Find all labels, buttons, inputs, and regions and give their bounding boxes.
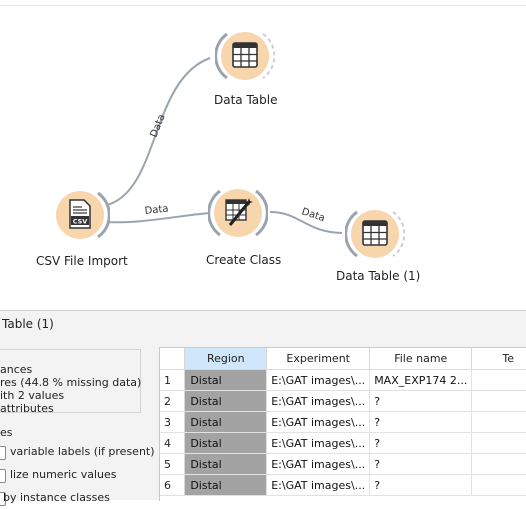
cell-experiment[interactable]: E:\GAT images\... xyxy=(266,411,371,433)
csv-file-icon: CSV xyxy=(69,199,91,229)
info-instances: ances xyxy=(0,363,33,376)
show-labels-checkbox[interactable] xyxy=(0,446,6,460)
link-label-csv-to-data-table: Data xyxy=(149,113,168,139)
cell-te[interactable] xyxy=(471,453,526,475)
row-number[interactable]: 6 xyxy=(160,474,186,496)
cell-region[interactable]: Distal xyxy=(184,453,268,475)
table-row[interactable]: 4 Distal E:\GAT images\... ? xyxy=(160,432,526,454)
visualize-values-checkbox[interactable] xyxy=(0,469,6,483)
table-grid-icon xyxy=(362,220,388,246)
row-number[interactable]: 4 xyxy=(160,432,186,454)
row-number[interactable]: 5 xyxy=(160,453,186,475)
cell-file-name[interactable]: ? xyxy=(369,411,473,433)
table-grid-icon xyxy=(232,42,258,68)
cell-te[interactable] xyxy=(471,369,526,391)
table-row[interactable]: 6 Distal E:\GAT images\... ? xyxy=(160,474,526,496)
color-by-class-label: by instance classes xyxy=(3,491,110,504)
info-meta: attributes xyxy=(0,402,54,415)
cell-region[interactable]: Distal xyxy=(184,369,268,391)
cell-experiment[interactable]: E:\GAT images\... xyxy=(266,474,371,496)
svg-text:CSV: CSV xyxy=(73,218,88,226)
table-row[interactable]: 5 Distal E:\GAT images\... ? xyxy=(160,453,526,475)
canvas-top-border xyxy=(0,5,526,6)
link-label-csv-to-create-class: Data xyxy=(144,204,169,217)
workflow-canvas[interactable]: Data Data Data Data Table xyxy=(0,0,526,310)
link-csv-to-create-class xyxy=(106,212,211,224)
data-table: Region Experiment File name Te 1 Distal … xyxy=(160,348,526,496)
node-data-table-label: Data Table xyxy=(214,93,278,107)
cell-region[interactable]: Distal xyxy=(184,474,268,496)
window-title: Table (1) xyxy=(2,317,54,331)
cell-experiment[interactable]: E:\GAT images\... xyxy=(266,432,371,454)
cell-experiment[interactable]: E:\GAT images\... xyxy=(266,390,371,412)
cell-file-name[interactable]: ? xyxy=(369,474,473,496)
node-create-class[interactable] xyxy=(208,183,268,243)
node-csv-import-ports xyxy=(97,191,110,239)
info-target: ith 2 values xyxy=(0,389,65,402)
column-header-file-name[interactable]: File name xyxy=(369,348,473,370)
column-header-region[interactable]: Region xyxy=(184,348,268,370)
cell-region[interactable]: Distal xyxy=(184,411,268,433)
info-section: ances res (44.8 % missing data) ith 2 va… xyxy=(0,349,155,509)
cell-region[interactable]: Distal xyxy=(184,432,268,454)
info-features: res (44.8 % missing data) xyxy=(0,376,142,389)
info-box xyxy=(0,349,141,413)
row-number[interactable]: 3 xyxy=(160,411,186,433)
table-row[interactable]: 1 Distal E:\GAT images\... MAX_EXP174 2.… xyxy=(160,369,526,391)
data-table-1-window: Table (1) ances res (44.8 % missing data… xyxy=(0,310,526,506)
node-csv-import[interactable]: CSV xyxy=(50,185,110,245)
node-data-table-ports xyxy=(215,32,275,80)
cell-file-name[interactable]: ? xyxy=(369,432,473,454)
cell-te[interactable] xyxy=(471,390,526,412)
table-row[interactable]: 3 Distal E:\GAT images\... ? xyxy=(160,411,526,433)
variables-header: es xyxy=(0,426,13,439)
table-corner[interactable] xyxy=(160,348,186,370)
workflow-links: Data Data Data xyxy=(106,57,343,234)
cell-region[interactable]: Distal xyxy=(184,390,268,412)
node-create-class-ports xyxy=(208,189,268,237)
column-header-experiment[interactable]: Experiment xyxy=(266,348,371,370)
cell-experiment[interactable]: E:\GAT images\... xyxy=(266,369,371,391)
link-csv-to-data-table xyxy=(106,57,211,206)
node-data-table-1-ports xyxy=(345,210,405,258)
row-number[interactable]: 2 xyxy=(160,390,186,412)
link-create-class-to-data-table-1 xyxy=(269,211,343,234)
visualize-values-label: lize numeric values xyxy=(10,468,117,481)
node-data-table-1[interactable] xyxy=(345,204,405,264)
data-table-view[interactable]: Region Experiment File name Te 1 Distal … xyxy=(159,347,526,501)
cell-file-name[interactable]: ? xyxy=(369,390,473,412)
cell-file-name[interactable]: ? xyxy=(369,453,473,475)
table-row[interactable]: 2 Distal E:\GAT images\... ? xyxy=(160,390,526,412)
column-header-te[interactable]: Te xyxy=(471,348,526,370)
cell-experiment[interactable]: E:\GAT images\... xyxy=(266,453,371,475)
cell-te[interactable] xyxy=(471,411,526,433)
node-data-table-1-label: Data Table (1) xyxy=(336,269,421,283)
row-number[interactable]: 1 xyxy=(160,369,186,391)
node-csv-import-label: CSV File Import xyxy=(36,254,128,268)
node-data-table[interactable] xyxy=(215,26,275,86)
cell-file-name[interactable]: MAX_EXP174 2... xyxy=(369,369,473,391)
table-header-row: Region Experiment File name Te xyxy=(160,348,526,370)
cell-te[interactable] xyxy=(471,432,526,454)
cell-te[interactable] xyxy=(471,474,526,496)
node-create-class-label: Create Class xyxy=(206,253,282,267)
magic-wand-icon xyxy=(225,198,253,226)
show-labels-label: variable labels (if present) xyxy=(10,445,155,458)
